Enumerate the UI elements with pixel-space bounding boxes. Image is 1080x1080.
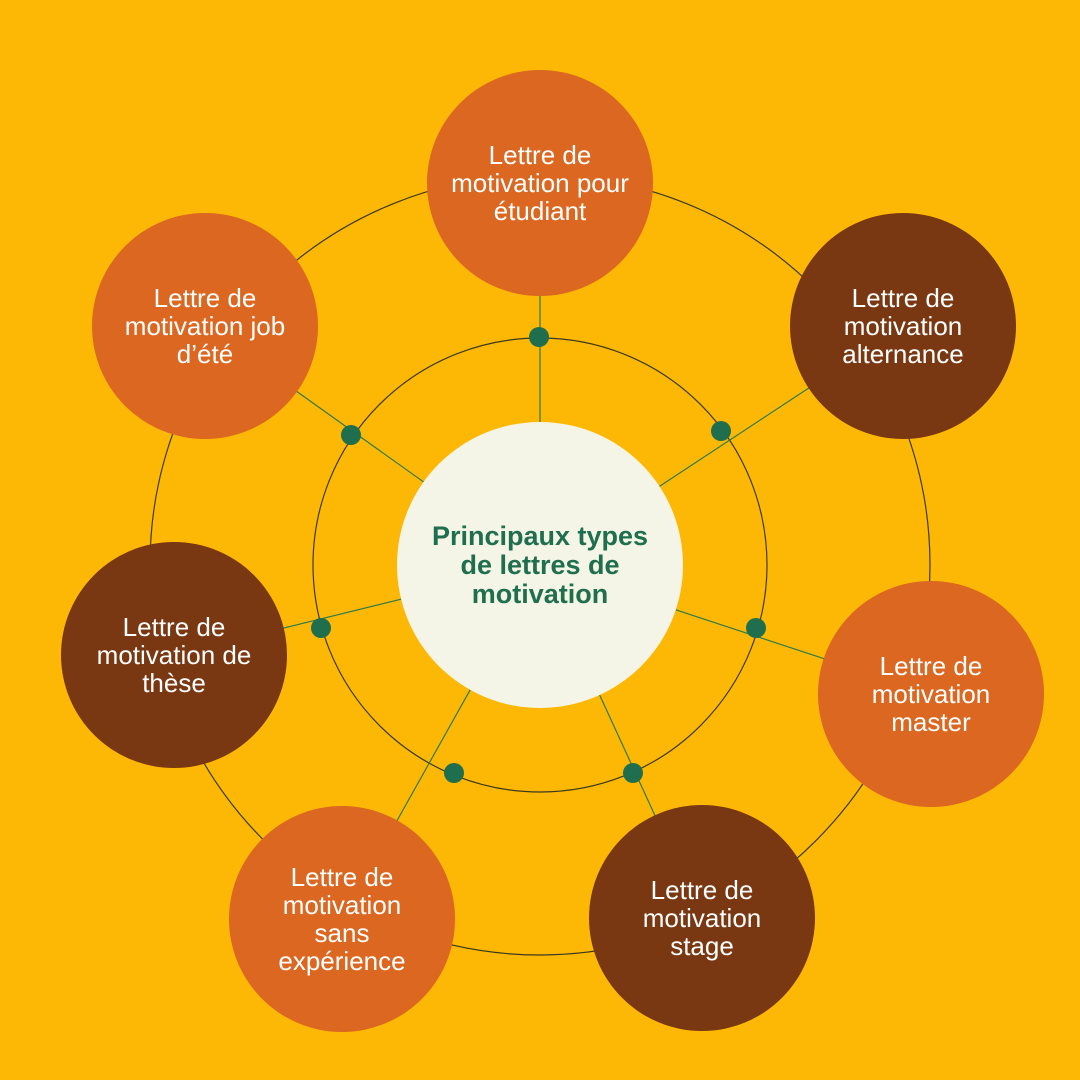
node-label-line: master (891, 707, 971, 737)
node-label-line: stage (670, 931, 734, 961)
node-circle (790, 213, 1016, 439)
connector-dot-job-ete (341, 425, 361, 445)
spoke-sans-experience (392, 689, 471, 828)
center-label-line: motivation (472, 579, 609, 609)
spoke-these (275, 598, 402, 631)
node-label-line: motivation job (125, 311, 285, 341)
node-circle (61, 542, 287, 768)
node-label-line: sans (315, 918, 370, 948)
node-label-line: Lettre de (123, 612, 226, 642)
node-label-line: motivation pour (451, 168, 629, 198)
spoke-alternance (659, 383, 816, 487)
center-label-line: Principaux types (432, 521, 648, 551)
node-label-line: d’été (177, 339, 233, 369)
node-label-line: Lettre de (489, 140, 592, 170)
connector-dots (311, 327, 766, 783)
node-label-line: Lettre de (651, 875, 754, 905)
connector-dot-alternance (711, 421, 731, 441)
node-label-line: Lettre de (291, 862, 394, 892)
center-circle (397, 422, 683, 708)
node-label-line: Lettre de (154, 283, 257, 313)
node-label-line: motivation de (97, 640, 252, 670)
connector-dot-etudiant (529, 327, 549, 347)
node-circle (92, 213, 318, 439)
connector-dot-these (311, 618, 331, 638)
center-label-line: de lettres de (460, 550, 619, 580)
node-label-line: motivation (872, 679, 991, 709)
connector-dot-sans-experience (444, 763, 464, 783)
node-label-line: thèse (142, 668, 206, 698)
node-circle (589, 805, 815, 1031)
node-label-line: Lettre de (852, 283, 955, 313)
connector-dot-master (746, 618, 766, 638)
node-circle (427, 70, 653, 296)
node-label-line: alternance (842, 339, 963, 369)
node-label-line: motivation (283, 890, 402, 920)
node-label-line: motivation (844, 311, 963, 341)
node-label-line: motivation (643, 903, 762, 933)
node-label-line: expérience (278, 946, 405, 976)
spoke-stage (599, 694, 659, 823)
node-circle (229, 806, 455, 1032)
node-label-line: étudiant (494, 196, 587, 226)
node-label-line: Lettre de (880, 651, 983, 681)
node-circle (818, 581, 1044, 807)
connector-dot-stage (623, 763, 643, 783)
